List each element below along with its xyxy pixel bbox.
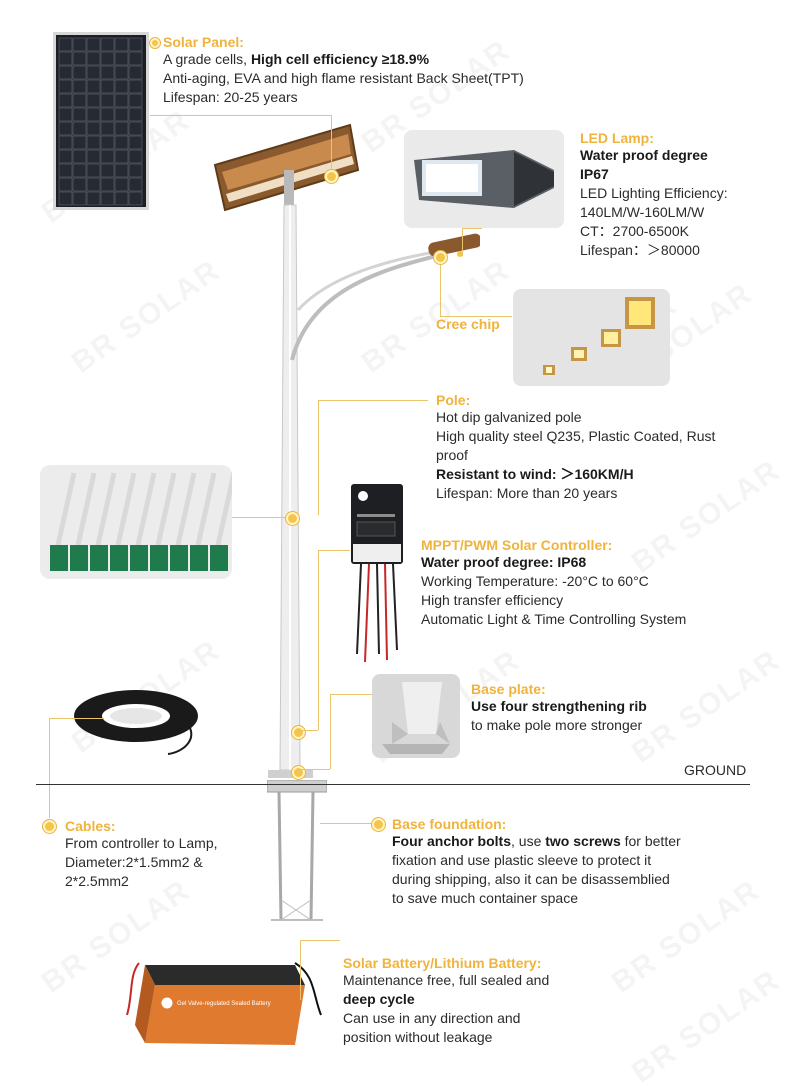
- led-lamp-bold2: IP67: [580, 166, 609, 182]
- poles-image: [40, 465, 232, 579]
- battery-deep-cycle: deep cycle: [343, 991, 415, 1007]
- battery-block: Solar Battery/Lithium Battery: Maintenan…: [343, 955, 549, 1047]
- controller-image: [351, 484, 403, 663]
- battery-title: Solar Battery/Lithium Battery:: [343, 955, 542, 971]
- controller-line1: Working Temperature: -20°C to 60°C: [421, 573, 649, 589]
- base-foundation-text1: , use: [511, 833, 546, 849]
- cables-line1: From controller to Lamp,: [65, 835, 218, 851]
- foundation-illustration: [267, 780, 327, 921]
- solar-panel-line3: Lifespan: 20-25 years: [163, 89, 298, 105]
- battery-line3: Can use in any direction and: [343, 1010, 521, 1026]
- pole-line1: Hot dip galvanized pole: [436, 409, 582, 425]
- solar-panel-line1: A grade cells,: [163, 51, 251, 67]
- controller-line3: Automatic Light & Time Controlling Syste…: [421, 611, 687, 627]
- battery-label: Gel Valve-regulated Sealed Battery: [177, 1001, 271, 1007]
- cable-image: [74, 690, 198, 755]
- battery-image: Gel Valve-regulated Sealed Battery: [126, 962, 322, 1045]
- solar-panel-efficiency: High cell efficiency ≥18.9%: [250, 51, 430, 67]
- battery-line4: position without leakage: [343, 1029, 493, 1045]
- pole-block: Pole: Hot dip galvanized pole High quali…: [436, 392, 715, 503]
- base-foundation-line2: fixation and use plastic sleeve to prote…: [392, 852, 652, 868]
- base-foundation-text2: for better: [620, 833, 681, 849]
- cables-title: Cables:: [65, 818, 116, 834]
- pole-line3: proof: [436, 447, 468, 463]
- base-plate-title: Base plate:: [471, 681, 546, 697]
- led-lamp-image: [404, 130, 564, 228]
- solar-panel-line2: Anti-aging, EVA and high flame resistant…: [163, 70, 524, 86]
- solar-panel-image: [53, 32, 149, 210]
- controller-title: MPPT/PWM Solar Controller:: [421, 537, 613, 553]
- cables-line3: 2*2.5mm2: [65, 873, 129, 889]
- led-lamp-line1: LED Lighting Efficiency:: [580, 185, 728, 201]
- watermark: BR SOLAR: [626, 644, 787, 771]
- led-lamp-bold1: Water proof degree: [580, 147, 708, 163]
- cables-line2: Diameter:2*1.5mm2 &: [65, 854, 203, 870]
- led-lamp-line4: Lifespan：＞80000: [580, 242, 700, 258]
- base-plate-line1: to make pole more stronger: [471, 717, 643, 733]
- base-plate-block: Base plate: Use four strengthening rib t…: [471, 681, 647, 735]
- battery-line1: Maintenance free, full sealed and: [343, 972, 550, 988]
- base-plate-bold1: Use four strengthening rib: [471, 698, 647, 714]
- solar-panel-title: Solar Panel:: [163, 34, 244, 50]
- base-foundation-screws: two screws: [545, 833, 621, 849]
- cables-block: Cables: From controller to Lamp, Diamete…: [43, 818, 218, 891]
- solar-panel-block: Solar Panel: A grade cells, High cell ef…: [150, 34, 524, 107]
- controller-bold1: Water proof degree: IP68: [421, 554, 587, 570]
- pole-title: Pole:: [436, 392, 471, 408]
- cree-chip-image: [513, 289, 670, 386]
- pole-wind: Resistant to wind: ＞160KM/H: [436, 466, 634, 482]
- base-foundation-line3: during shipping, also it can be disassem…: [392, 871, 670, 887]
- controller-line2: High transfer efficiency: [421, 592, 564, 608]
- ground-line: [36, 784, 750, 785]
- pole-line5: Lifespan: More than 20 years: [436, 485, 618, 501]
- base-foundation-block: Base foundation: Four anchor bolts, use …: [392, 816, 681, 908]
- base-plate-image: [372, 674, 460, 758]
- led-lamp-block: LED Lamp: Water proof degree IP67 LED Li…: [580, 130, 728, 260]
- controller-block: MPPT/PWM Solar Controller: Water proof d…: [421, 537, 686, 629]
- base-foundation-bolts: Four anchor bolts: [392, 833, 511, 849]
- pole-line2: High quality steel Q235, Plastic Coated,…: [436, 428, 716, 444]
- ground-label: GROUND: [684, 762, 747, 778]
- led-lamp-line3: CT：2700-6500K: [580, 223, 689, 239]
- led-lamp-title: LED Lamp:: [580, 130, 654, 146]
- led-lamp-line2: 140LM/W-160LM/W: [580, 204, 705, 220]
- cree-chip-title: Cree chip: [436, 316, 500, 332]
- base-foundation-title: Base foundation:: [392, 816, 507, 832]
- base-foundation-line4: to save much container space: [392, 890, 578, 906]
